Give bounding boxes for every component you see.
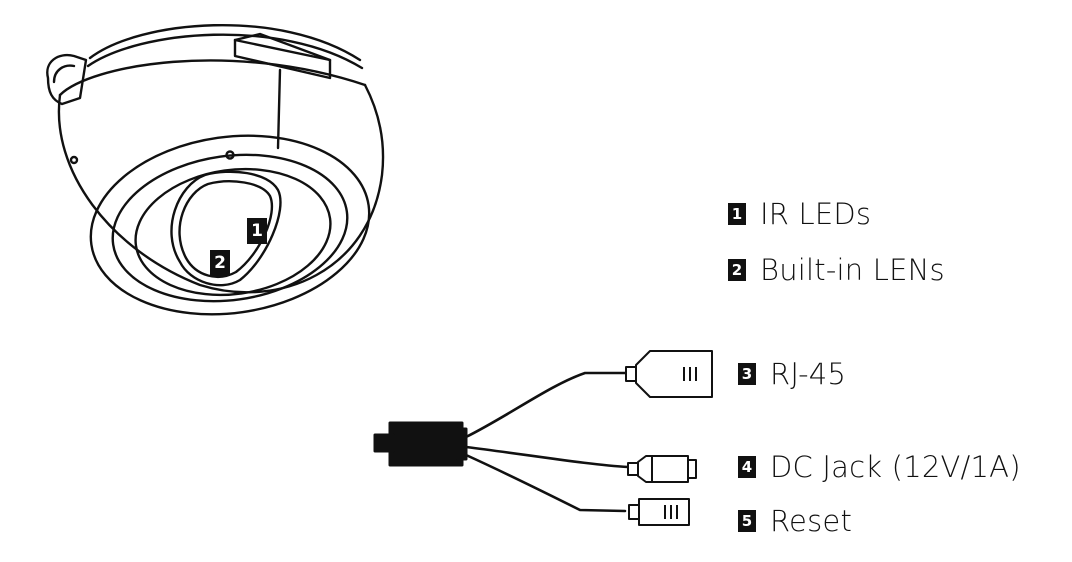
callout-label-rj45: RJ-45 (770, 357, 846, 391)
reset-connector-icon (625, 493, 705, 533)
callout-number-2: 2 (728, 259, 746, 281)
callout-reset: 5 Reset (738, 501, 852, 541)
callout-label-reset: Reset (770, 504, 852, 538)
callout-built-in-lens: 2 Built-in LENs (728, 250, 945, 290)
callout-label-dc-jack: DC Jack (12V/1A) (770, 450, 1021, 484)
dc-jack-connector-icon (624, 450, 714, 490)
callout-number-4: 4 (738, 456, 756, 478)
callout-label-ir-leds: IR LEDs (760, 197, 871, 231)
rj45-connector-icon (622, 345, 722, 405)
callout-label-built-in-lens: Built-in LENs (760, 253, 945, 287)
camera-badge-leds: 1 (247, 218, 267, 244)
camera-badge-lens: 2 (210, 250, 230, 276)
callout-number-5: 5 (738, 510, 756, 532)
callout-number-1: 1 (728, 203, 746, 225)
callout-dc-jack: 4 DC Jack (12V/1A) (738, 447, 1021, 487)
callout-ir-leds: 1 IR LEDs (728, 194, 871, 234)
callout-number-3: 3 (738, 363, 756, 385)
dome-camera-icon (30, 0, 430, 320)
callout-rj45: 3 RJ-45 (738, 354, 846, 394)
